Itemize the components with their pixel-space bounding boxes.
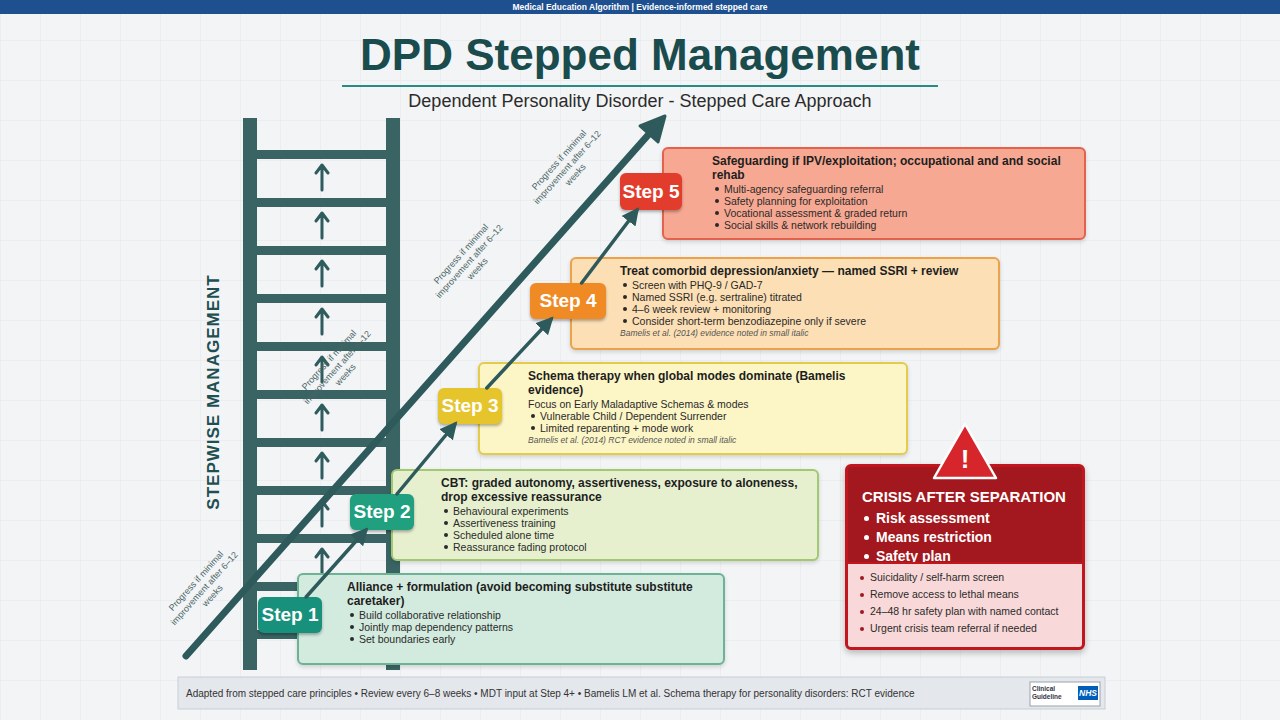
step-connector (582, 210, 637, 283)
bullet-item: Jointly map dependency patterns (347, 621, 717, 633)
progress-note: Progress if minimal improvement after 6–… (292, 319, 384, 416)
title-underline (342, 85, 938, 87)
crisis-heading: CRISIS AFTER SEPARATION (862, 487, 1070, 507)
crisis-action: Risk assessment (862, 509, 1070, 528)
step-badge: Step 4 (530, 283, 606, 319)
step-box: Alliance + formulation (avoid becoming s… (297, 573, 725, 665)
ladder-rung (257, 198, 386, 207)
step-label: Step 5 (622, 181, 679, 203)
bullet-item: Assertiveness training (441, 517, 811, 529)
crisis-detail-item: 24–48 hr safety plan with named contact (858, 603, 1072, 620)
bullet-item: Screen with PHQ-9 / GAD-7 (620, 279, 992, 291)
crisis-action: Means restriction (862, 528, 1070, 547)
crisis-detail-box: Suicidality / self-harm screenRemove acc… (848, 562, 1082, 647)
step-box: CBT: graded autonomy, assertiveness, exp… (391, 469, 819, 561)
step-box: Schema therapy when global modes dominat… (478, 362, 908, 455)
header-bar-text: Medical Education Algorithm | Evidence-i… (0, 0, 1280, 14)
footer-note: Adapted from stepped care principles • R… (186, 679, 1022, 707)
bullet-item: Limited reparenting + mode work (528, 422, 900, 434)
step-connector (487, 319, 551, 388)
step-badge: Step 5 (620, 173, 682, 210)
logo-text: Clinical Guideline (1032, 685, 1076, 703)
ladder-rung (257, 246, 386, 255)
crisis-detail-item: Remove access to lethal means (858, 586, 1072, 603)
evidence-note: Bamelis et al. (2014) evidence noted in … (620, 328, 992, 338)
step-label: Step 2 (353, 501, 410, 523)
bullet-item: Social skills & network rebuilding (712, 219, 1078, 231)
ladder-rung (257, 438, 386, 447)
bullet-item: Multi-agency safeguarding referral (712, 183, 1078, 195)
crisis-detail-item: Suicidality / self-harm screen (858, 569, 1072, 586)
ladder-rung (257, 150, 386, 159)
bullet-item: Vulnerable Child / Dependent Surrender (528, 410, 900, 422)
step-box: Treat comorbid depression/anxiety — name… (570, 257, 1000, 350)
progress-note: Progress if minimal improvement after 6–… (424, 213, 516, 310)
ladder-rung (257, 342, 386, 351)
ladder-up-arrow (316, 165, 328, 622)
footer-band (178, 677, 1105, 709)
bullet-item: Set boundaries early (347, 633, 717, 645)
logo-badge (1078, 686, 1098, 700)
crisis-detail-item: Urgent crisis team referral if needed (858, 620, 1072, 637)
step-heading: Safeguarding if IPV/exploitation; occupa… (712, 154, 1078, 182)
bullet-item: Behavioural experiments (441, 505, 811, 517)
progress-note: Progress if minimal improvement after 6–… (159, 540, 251, 637)
bullet-item: Named SSRI (e.g. sertraline) titrated (620, 291, 992, 303)
step-box: Safeguarding if IPV/exploitation; occupa… (662, 147, 1086, 240)
progress-note: Progress if minimal improvement after 6–… (522, 119, 614, 216)
step-badge: Step 1 (258, 597, 322, 633)
bullet-item: Reassurance fading protocol (441, 541, 811, 553)
step-label: Step 1 (261, 604, 318, 626)
step-connector (397, 424, 455, 494)
step-connector (306, 530, 366, 597)
header-bar (0, 0, 1280, 14)
step-heading: Alliance + formulation (avoid becoming s… (347, 580, 717, 608)
ladder-rung (257, 390, 386, 399)
bullet-item: Build collaborative relationship (347, 609, 717, 621)
crisis-box: CRISIS AFTER SEPARATION Risk assessmentMe… (845, 464, 1085, 650)
body-text: Focus on Early Maladaptive Schemas & mod… (528, 398, 900, 410)
step-heading: CBT: graded autonomy, assertiveness, exp… (441, 476, 811, 504)
bullet-item: Safety planning for exploitation (712, 195, 1078, 207)
logo-mark: NHS (1078, 687, 1098, 700)
logo-frame (1030, 682, 1100, 706)
step-heading: Schema therapy when global modes dominat… (528, 369, 900, 397)
ladder-rung (257, 294, 386, 303)
progression-arrow-head (640, 116, 665, 142)
bullet-item: Scheduled alone time (441, 529, 811, 541)
diagram-title: DPD Stepped Management (0, 28, 1280, 82)
ladder-rung (257, 534, 386, 543)
step-label: Step 3 (441, 395, 498, 417)
step-badge: Step 2 (350, 494, 414, 530)
bullet-item: Consider short-term benzodiazepine only … (620, 315, 992, 327)
bullet-item: Vocational assessment & graded return (712, 207, 1078, 219)
step-badge: Step 3 (438, 388, 502, 424)
warning-triangle (934, 424, 996, 478)
edge-layer (306, 210, 637, 597)
step-heading: Treat comorbid depression/anxiety — name… (620, 264, 992, 278)
axis-label: STEPWISE MANAGEMENT (204, 272, 224, 512)
diagram-subtitle: Dependent Personality Disorder - Stepped… (0, 89, 1280, 113)
evidence-note: Bamelis et al. (2014) RCT evidence noted… (528, 435, 900, 445)
bullet-item: 4–6 week review + monitoring (620, 303, 992, 315)
step-label: Step 4 (539, 290, 596, 312)
